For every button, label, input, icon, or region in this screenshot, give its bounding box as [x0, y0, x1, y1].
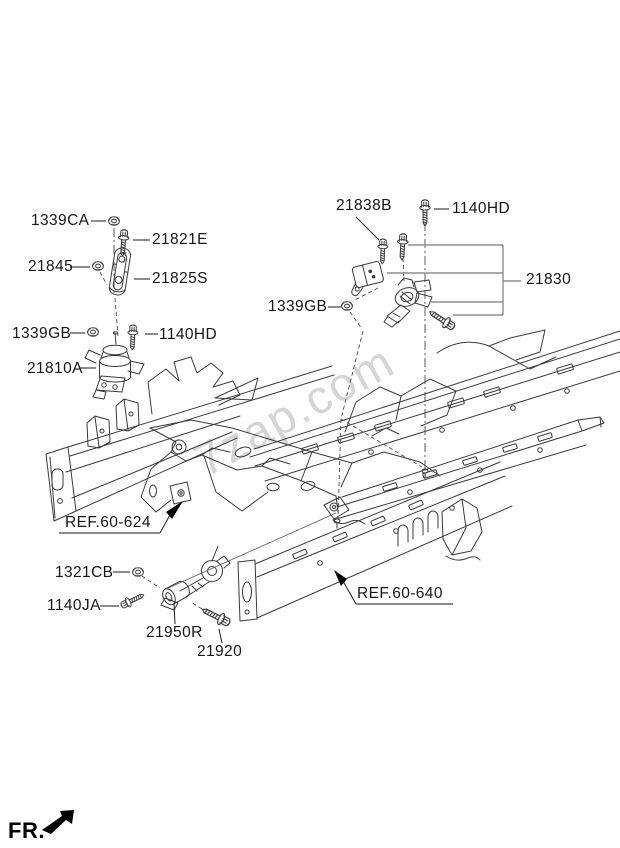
leader-lines: [70, 208, 449, 644]
bolt-21821e-drawing: [116, 228, 130, 257]
transaxle-mount-21830-drawing: [383, 277, 433, 328]
nut-1339ca-drawing: [108, 216, 120, 226]
part-label-1140ja: 1140JA: [47, 597, 101, 614]
crossmember-cradle-drawing: [140, 419, 441, 562]
part-label-21810a: 21810A: [27, 360, 83, 377]
part-label-1140hd-right: 1140HD: [452, 200, 511, 217]
left-side-member-drawing: [45, 365, 335, 522]
nut-1321cb-drawing: [132, 567, 144, 577]
part-label-21825s: 21825S: [152, 270, 208, 287]
insulator-21810a-drawing: [84, 331, 145, 400]
part-label-21845: 21845: [28, 258, 74, 275]
part-label-1339gb-left: 1339GB: [12, 325, 72, 342]
projection-lines: [99, 222, 426, 610]
callout-bracket-21830: [387, 244, 521, 316]
part-label-21950r: 21950R: [146, 624, 203, 641]
nut-1339gb-left-drawing: [87, 327, 99, 337]
part-label-21821e: 21821E: [152, 231, 208, 248]
part-label-21838b: 21838B: [336, 197, 392, 214]
right-lower-member-drawing: [332, 416, 605, 525]
fr-direction-arrow-icon: [42, 810, 74, 834]
ref-60-640-leader: [334, 570, 453, 605]
part-label-1321cb: 1321CB: [55, 564, 114, 581]
ref-label-60-640: REF.60-640: [357, 585, 443, 602]
part-label-1339ca: 1339CA: [31, 212, 90, 229]
roll-rod-21950r-drawing: [160, 555, 231, 611]
subframe-lower-rail-drawing: [237, 461, 513, 622]
bolt-21838b-drawing: [376, 238, 389, 265]
ref-60-624-leader: [59, 501, 183, 534]
nut-21845-drawing: [92, 261, 104, 271]
part-label-21830: 21830: [526, 271, 572, 288]
bolt-1140hd-left-drawing: [126, 324, 139, 351]
fr-indicator-label: FR.: [8, 818, 45, 843]
ref-label-60-624: REF.60-624: [65, 514, 151, 531]
bracket-21838b-drawing: [351, 261, 384, 297]
nut-1339gb-mid-drawing: [341, 301, 353, 311]
bolt-21830-side-drawing: [426, 306, 458, 333]
bracket-21825s-drawing: [108, 247, 131, 296]
part-label-1339gb-mid: 1339GB: [268, 298, 328, 315]
dash-panel-connective-drawing: [147, 329, 557, 437]
bolt-21920-drawing: [199, 603, 233, 630]
part-label-1140hd-left: 1140HD: [159, 326, 218, 343]
part-label-21920: 21920: [197, 643, 243, 660]
bolt-1140ja-drawing: [118, 589, 147, 611]
right-apron-member-drawing: [249, 330, 620, 482]
bolt-21830-upper-drawing: [396, 232, 409, 261]
